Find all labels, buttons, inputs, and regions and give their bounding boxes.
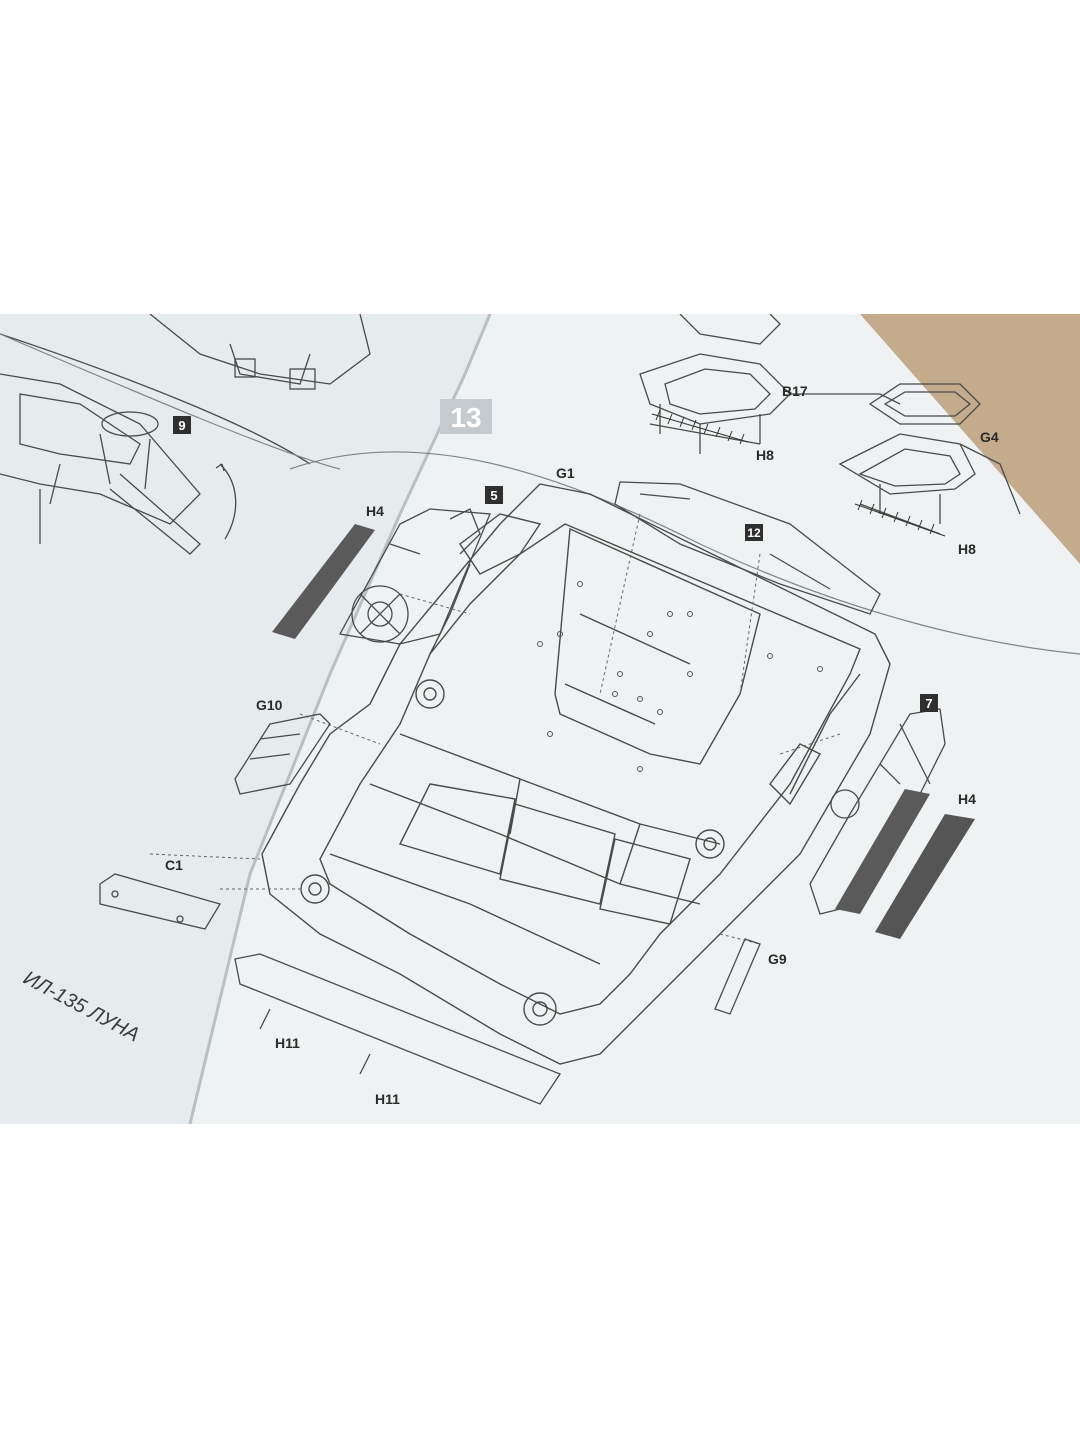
label-g10: G10 <box>256 697 283 713</box>
badge-7-label: 7 <box>925 696 932 711</box>
label-h11-b: H11 <box>375 1091 400 1107</box>
badge-5 <box>485 486 503 504</box>
page-spine <box>188 314 492 1124</box>
instruction-booklet-photo: 9 ИЛ-135 ЛУНА 13 B17 G4 H8 H8 <box>0 314 1080 1124</box>
assembly-guide-lines <box>149 513 841 945</box>
g9-part-drawing <box>714 938 761 1015</box>
label-g4: G4 <box>980 429 999 445</box>
left-page-drawing <box>0 314 371 555</box>
label-h8-a: H8 <box>756 447 774 463</box>
left-divider-arc <box>0 333 341 470</box>
g10-part-drawing <box>234 713 331 795</box>
badge-12-label: 12 <box>747 526 761 540</box>
h4-decal-right-outer <box>875 814 975 939</box>
seat-subassembly-drawing <box>639 314 1021 535</box>
label-g9: G9 <box>768 951 787 967</box>
h4-decal-left <box>272 524 375 639</box>
label-c1: C1 <box>165 857 183 873</box>
bumper-part-drawing <box>234 953 561 1105</box>
h4-decal-right-inner <box>835 789 930 914</box>
badge-5-label: 5 <box>490 488 497 503</box>
step-13-box <box>440 399 492 434</box>
badge-12 <box>745 524 763 541</box>
right-page <box>190 314 1080 1124</box>
left-door-drawing <box>338 508 491 645</box>
step-13-number: 13 <box>450 402 481 433</box>
page-divider-arc <box>289 451 1080 655</box>
g1-part-drawing <box>614 481 881 615</box>
chassis-rivets <box>537 581 823 772</box>
label-h4-right: H4 <box>958 791 976 807</box>
h8-hatch-strips <box>651 409 946 537</box>
badge-7 <box>920 694 938 712</box>
left-page <box>0 314 490 1124</box>
photo-scene: 9 ИЛ-135 ЛУНА 13 B17 G4 H8 H8 <box>0 314 1080 1124</box>
badge-9-label: 9 <box>178 418 185 433</box>
chassis-drawing <box>261 483 891 1065</box>
label-b17: B17 <box>782 383 808 399</box>
label-h4-left: H4 <box>366 503 384 519</box>
c1-part-drawing <box>99 873 221 930</box>
label-g1: G1 <box>556 465 575 481</box>
badge-9 <box>173 416 191 434</box>
label-h11-a: H11 <box>275 1035 300 1051</box>
label-h8-b: H8 <box>958 541 976 557</box>
